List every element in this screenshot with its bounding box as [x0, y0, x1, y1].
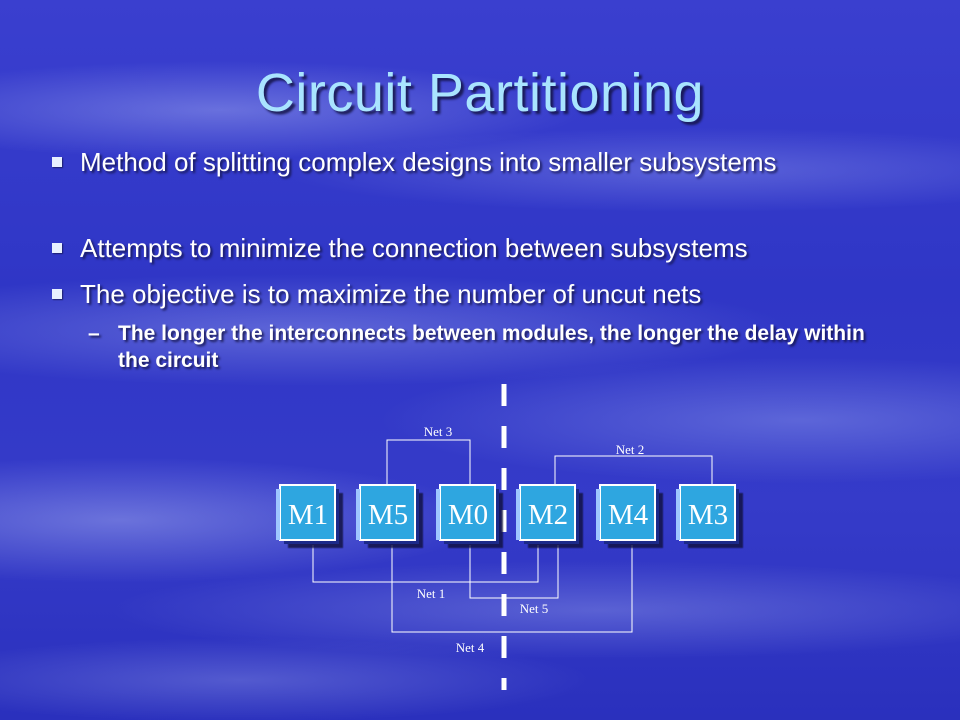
module-m1: M1: [276, 484, 339, 544]
net-2-wire: [554, 455, 713, 486]
module-m2: M2: [516, 484, 579, 544]
module-m5: M5: [356, 484, 419, 544]
net-1-wire: [312, 545, 539, 583]
module-label: M2: [528, 499, 568, 531]
bullet-text: Method of splitting complex designs into…: [80, 147, 777, 177]
sub-bullet-text: The longer the interconnects between mod…: [118, 322, 865, 372]
dash-marker: –: [88, 322, 100, 345]
slide-title: Circuit Partitioning: [255, 63, 705, 123]
bullet-text: The objective is to maximize the number …: [80, 279, 702, 309]
net-3-label: Net 3: [424, 424, 453, 439]
module-label: M1: [288, 499, 328, 531]
module-m4: M4: [596, 484, 659, 544]
module-label: M4: [608, 499, 649, 531]
bullet-text: Attempts to minimize the connection betw…: [80, 233, 748, 263]
square-bullet-icon: [52, 157, 62, 167]
module-label: M3: [688, 499, 728, 531]
module-m3: M3: [676, 484, 739, 544]
net-4-label: Net 4: [456, 640, 485, 655]
module-label: M0: [448, 499, 488, 531]
square-bullet-icon: [52, 243, 62, 253]
square-bullet-icon: [52, 289, 62, 299]
net-1-label: Net 1: [417, 586, 446, 601]
net-5-wire: [469, 545, 559, 599]
net-5-label: Net 5: [520, 601, 549, 616]
net-3-wire: [386, 439, 471, 486]
net-labels: Net 3 Net 2 Net 1 Net 5 Net 4: [417, 424, 645, 655]
net-wires: [312, 439, 713, 633]
module-label: M5: [368, 499, 408, 531]
module-m0: M0: [436, 484, 499, 544]
net-2-label: Net 2: [616, 442, 645, 457]
net-4-wire: [391, 545, 633, 633]
